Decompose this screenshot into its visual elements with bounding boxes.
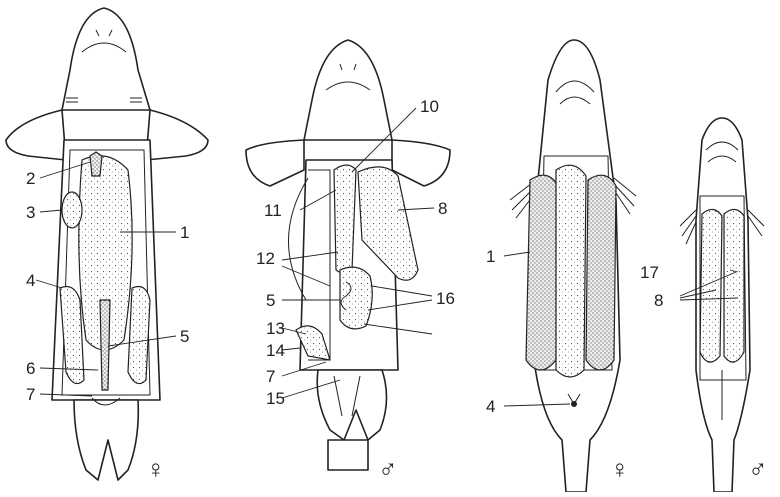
label-2: 2 <box>26 169 35 188</box>
label-4-fish: 4 <box>486 397 495 416</box>
label-8: 8 <box>438 199 447 218</box>
label-17: 17 <box>640 263 659 282</box>
fish-female-labels: 1 4 ♀ <box>486 247 630 484</box>
label-1: 1 <box>180 223 189 242</box>
shark-female-body <box>5 7 209 481</box>
panel-fish-female: 1 4 ♀ <box>486 39 637 493</box>
label-13: 14 <box>266 341 285 360</box>
fish-male-body <box>679 117 765 493</box>
label-7-male: 7 <box>266 367 275 386</box>
label-12: 13 <box>266 319 285 338</box>
shark-female-labels: 1 2 3 4 5 6 7 ♀ <box>26 161 189 484</box>
panel-fish-male: 17 8 ♂ <box>640 117 768 493</box>
label-5: 5 <box>180 327 189 346</box>
panel-shark-male: 10 11 8 12 5 13 14 16 7 15 ♂ <box>245 39 455 484</box>
label-1-fish: 1 <box>486 247 495 266</box>
shark-male-labels: 10 11 8 12 5 13 14 16 7 15 ♂ <box>256 97 455 484</box>
shark-male-body <box>245 39 451 471</box>
label-9: 10 <box>420 97 439 116</box>
label-14: 15 <box>266 389 285 408</box>
fish-male-labels: 17 8 ♂ <box>640 263 768 484</box>
fish-female-body <box>509 39 637 493</box>
sex-symbol-male: ♂ <box>378 454 398 484</box>
sex-symbol-female: ♀ <box>146 454 166 484</box>
label-15: 16 <box>436 289 455 308</box>
sex-symbol-male-fish: ♂ <box>748 454 768 484</box>
label-6: 6 <box>26 359 35 378</box>
sex-symbol-female-fish: ♀ <box>610 454 630 484</box>
label-11: 12 <box>256 249 275 268</box>
label-7: 7 <box>26 385 35 404</box>
label-5-male: 5 <box>266 291 275 310</box>
label-8-fish: 8 <box>654 291 663 310</box>
panel-shark-female: 1 2 3 4 5 6 7 ♀ <box>5 7 209 484</box>
label-4: 4 <box>26 271 35 290</box>
label-10: 11 <box>264 201 282 220</box>
label-3: 3 <box>26 203 35 222</box>
